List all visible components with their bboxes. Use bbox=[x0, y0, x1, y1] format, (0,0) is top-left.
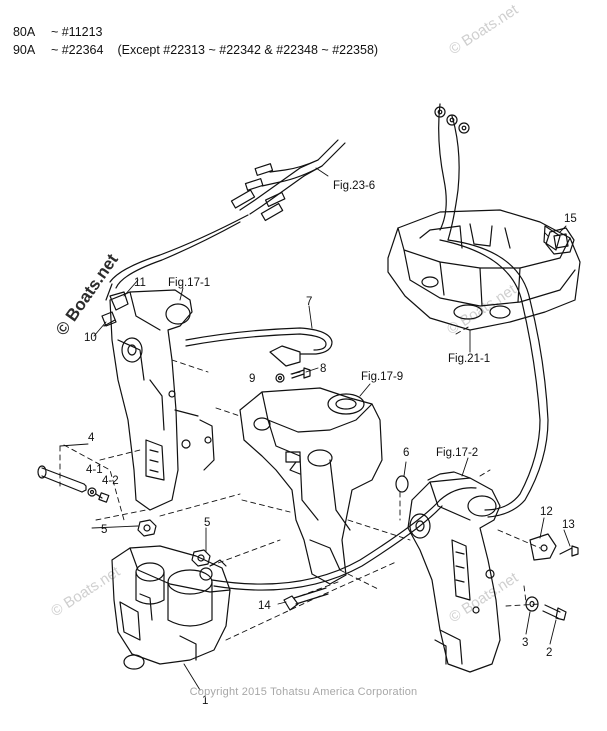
ground-wire bbox=[185, 327, 333, 367]
part-label-4: 4 bbox=[88, 432, 95, 444]
copyright-notice: Copyright 2015 Tohatsu America Corporati… bbox=[189, 686, 418, 698]
tilt-shaft-assembly bbox=[37, 465, 110, 503]
wire-harness-connectors bbox=[105, 139, 346, 301]
fig-ref-17-9: Fig.17-9 bbox=[361, 371, 403, 383]
assembly-guide-lines bbox=[59, 229, 549, 641]
stern-bracket-starboard bbox=[407, 471, 501, 673]
part-label-5-right: 5 bbox=[204, 517, 210, 529]
fig-ref-21-1: Fig.21-1 bbox=[448, 353, 490, 365]
nut-part-5 bbox=[137, 519, 211, 567]
clip-part-15 bbox=[545, 227, 575, 255]
part-label-2: 2 bbox=[546, 647, 552, 659]
fig-ref-17-2: Fig.17-2 bbox=[436, 447, 478, 459]
part-label-10: 10 bbox=[84, 332, 97, 344]
bolt-part-2 bbox=[542, 604, 567, 621]
swivel-bracket bbox=[239, 387, 383, 585]
part-label-1: 1 bbox=[202, 695, 208, 707]
trim-unit-lead-wire bbox=[211, 487, 477, 591]
part-label-9: 9 bbox=[249, 373, 255, 385]
fig-ref-23-6: Fig.23-6 bbox=[333, 180, 375, 192]
trim-sender-wire bbox=[434, 103, 549, 518]
part-label-11: 11 bbox=[134, 277, 146, 289]
part-label-7: 7 bbox=[306, 296, 312, 308]
serial-range: ~ #22364 bbox=[50, 43, 104, 57]
serial-note: (Except #22313 ~ #22342 & #22348 ~ #2235… bbox=[117, 43, 379, 57]
part-label-5-left: 5 bbox=[101, 524, 107, 536]
model-name: 90A bbox=[12, 43, 36, 57]
serial-range: ~ #11213 bbox=[50, 25, 103, 39]
part-label-3: 3 bbox=[522, 637, 528, 649]
clamp-part-11 bbox=[101, 291, 129, 327]
stern-bracket-port bbox=[103, 289, 215, 511]
screw-part-13 bbox=[559, 545, 579, 557]
model-name: 80A bbox=[12, 25, 36, 39]
part-label-8: 8 bbox=[320, 363, 326, 375]
lower-cowling-housing bbox=[387, 209, 581, 331]
bolt-part-14 bbox=[283, 587, 329, 611]
clamp-part-12 bbox=[529, 533, 557, 561]
part-label-4-1: 4-1 bbox=[86, 464, 103, 476]
fig-ref-17-1: Fig.17-1 bbox=[168, 277, 210, 289]
power-trim-tilt-unit bbox=[111, 545, 231, 670]
part-label-15: 15 bbox=[564, 213, 577, 225]
part-label-13: 13 bbox=[562, 519, 575, 531]
part-label-6: 6 bbox=[403, 447, 409, 459]
model-row-80a: 80A ~ #11213 bbox=[6, 10, 117, 40]
part-label-12: 12 bbox=[540, 506, 553, 518]
part-label-4-2: 4-2 bbox=[102, 475, 119, 487]
ring-part-6 bbox=[395, 475, 409, 493]
model-row-90a: 90A ~ #22364 (Except #22313 ~ #22342 & #22… bbox=[6, 28, 378, 58]
washer-part-9 bbox=[275, 373, 285, 383]
leader-lines bbox=[59, 167, 571, 691]
part-label-14: 14 bbox=[258, 600, 271, 612]
